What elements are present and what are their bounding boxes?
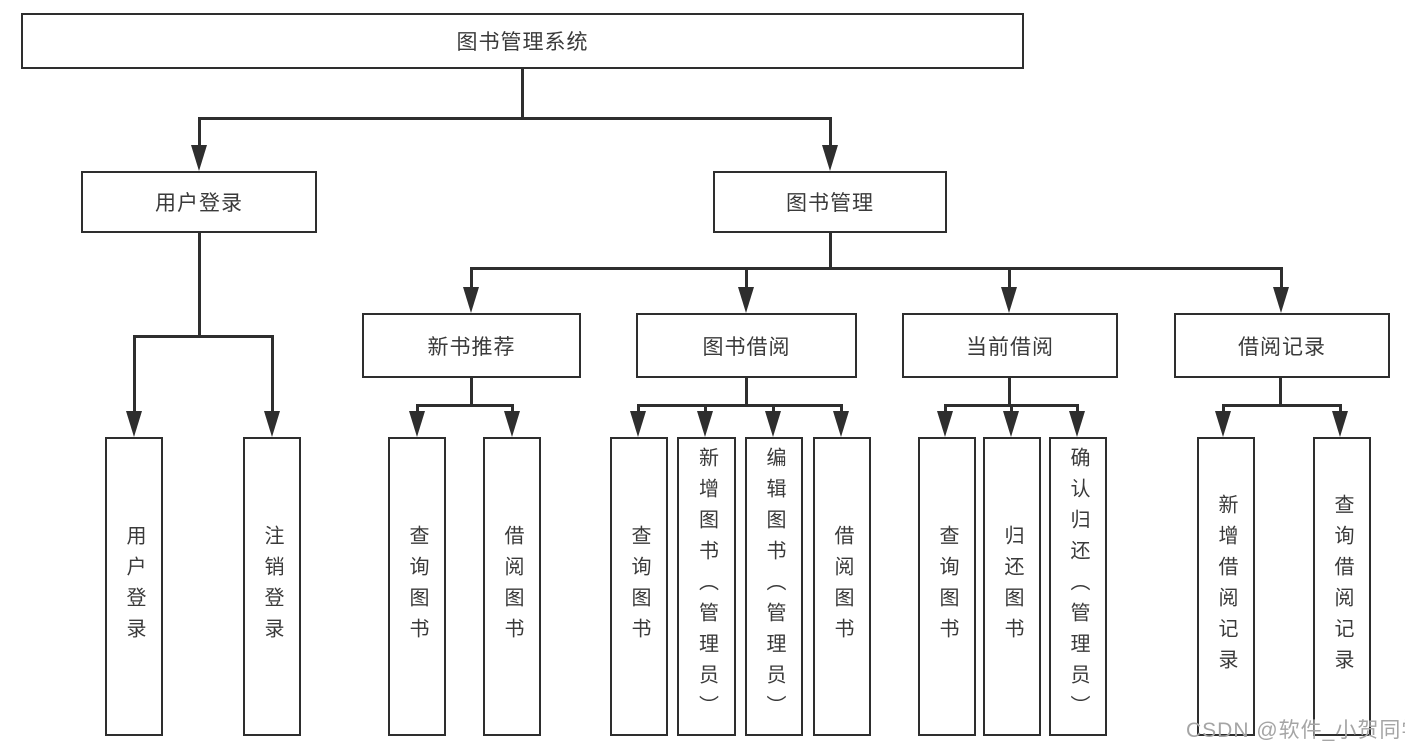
node-library-system: 图书管理系统: [21, 13, 1024, 69]
connector: [271, 335, 274, 413]
arrowhead: [1215, 411, 1231, 437]
connector: [133, 335, 274, 338]
connector: [1076, 404, 1079, 413]
connector: [133, 335, 136, 413]
node-book-borrowing: 图书借阅: [636, 313, 857, 378]
node-recommend-query-books-label: 查询图书: [406, 524, 428, 649]
connector: [1279, 378, 1282, 406]
connector: [1280, 267, 1283, 289]
connector: [1008, 267, 1011, 289]
connector: [637, 404, 843, 407]
arrowhead: [126, 411, 142, 437]
connector: [745, 267, 748, 289]
arrowhead: [738, 287, 754, 313]
arrowhead: [1069, 411, 1085, 437]
connector: [1339, 404, 1342, 413]
connector: [829, 233, 832, 269]
node-logout-label: 注销登录: [261, 524, 283, 649]
node-current-return-books-label: 归还图书: [1001, 524, 1023, 649]
arrowhead: [191, 145, 207, 171]
arrowhead: [463, 287, 479, 313]
arrowhead: [822, 145, 838, 171]
node-current-confirm-return-admin-label: 确认归还（管理员）: [1067, 447, 1089, 726]
connector: [944, 404, 947, 413]
connector: [521, 69, 524, 118]
arrowhead: [630, 411, 646, 437]
connector: [1222, 404, 1225, 413]
node-borrowing-edit-books-admin-label: 编辑图书（管理员）: [763, 447, 785, 726]
node-new-book-recommend-label: 新书推荐: [427, 335, 516, 359]
node-user-login-leaf: 用户登录: [105, 437, 163, 736]
connector: [829, 117, 832, 147]
connector: [1222, 404, 1342, 407]
connector: [1010, 404, 1013, 413]
node-user-login: 用户登录: [81, 171, 317, 233]
arrowhead: [1001, 287, 1017, 313]
node-records-add-borrow-record-label: 新增借阅记录: [1215, 493, 1237, 680]
node-book-borrowing-label: 图书借阅: [702, 335, 791, 359]
connector: [470, 267, 1283, 270]
connector: [745, 378, 748, 406]
arrowhead: [409, 411, 425, 437]
node-borrowing-edit-books-admin: 编辑图书（管理员）: [745, 437, 803, 736]
connector: [1008, 378, 1011, 406]
node-borrowing-query-books: 查询图书: [610, 437, 668, 736]
node-logout: 注销登录: [243, 437, 301, 736]
node-borrowing-add-books-admin: 新增图书（管理员）: [677, 437, 736, 736]
connector: [198, 117, 832, 120]
node-records-query-borrow-record-label: 查询借阅记录: [1331, 493, 1353, 680]
node-user-login-leaf-label: 用户登录: [123, 524, 145, 649]
node-borrowing-add-books-admin-label: 新增图书（管理员）: [695, 447, 718, 726]
node-borrowing-records: 借阅记录: [1174, 313, 1390, 378]
node-records-add-borrow-record: 新增借阅记录: [1197, 437, 1255, 736]
connector: [511, 404, 514, 413]
arrowhead: [264, 411, 280, 437]
node-current-query-books-label: 查询图书: [936, 524, 958, 649]
node-library-system-label: 图书管理系统: [456, 31, 589, 54]
arrowhead: [1332, 411, 1348, 437]
node-borrowing-borrow-books: 借阅图书: [813, 437, 871, 736]
arrowhead: [765, 411, 781, 437]
node-current-borrowing: 当前借阅: [902, 313, 1118, 378]
node-borrowing-borrow-books-label: 借阅图书: [831, 524, 853, 649]
watermark: CSDN @软件_小贺同学: [1186, 719, 1405, 742]
node-current-confirm-return-admin: 确认归还（管理员）: [1049, 437, 1107, 736]
connector: [198, 117, 201, 147]
node-records-query-borrow-record: 查询借阅记录: [1313, 437, 1371, 736]
node-recommend-borrow-books-label: 借阅图书: [501, 524, 523, 649]
arrowhead: [1003, 411, 1019, 437]
connector: [416, 404, 419, 413]
node-current-borrowing-label: 当前借阅: [966, 335, 1054, 359]
arrowhead: [504, 411, 520, 437]
arrowhead: [833, 411, 849, 437]
connector: [772, 404, 775, 413]
node-book-management: 图书管理: [713, 171, 947, 233]
arrowhead: [937, 411, 953, 437]
node-borrowing-records-label: 借阅记录: [1238, 335, 1326, 359]
node-borrowing-query-books-label: 查询图书: [628, 524, 650, 649]
arrowhead: [1273, 287, 1289, 313]
node-book-management-label: 图书管理: [786, 192, 874, 215]
connector: [416, 404, 514, 407]
connector: [198, 233, 201, 336]
connector: [470, 378, 473, 406]
connector: [840, 404, 843, 413]
node-current-return-books: 归还图书: [983, 437, 1041, 736]
node-new-book-recommend: 新书推荐: [362, 313, 581, 378]
node-recommend-borrow-books: 借阅图书: [483, 437, 541, 736]
connector: [704, 404, 707, 413]
node-current-query-books: 查询图书: [918, 437, 976, 736]
arrowhead: [697, 411, 713, 437]
connector: [470, 267, 473, 289]
connector: [637, 404, 640, 413]
node-recommend-query-books: 查询图书: [388, 437, 446, 736]
node-user-login-label: 用户登录: [155, 192, 243, 215]
